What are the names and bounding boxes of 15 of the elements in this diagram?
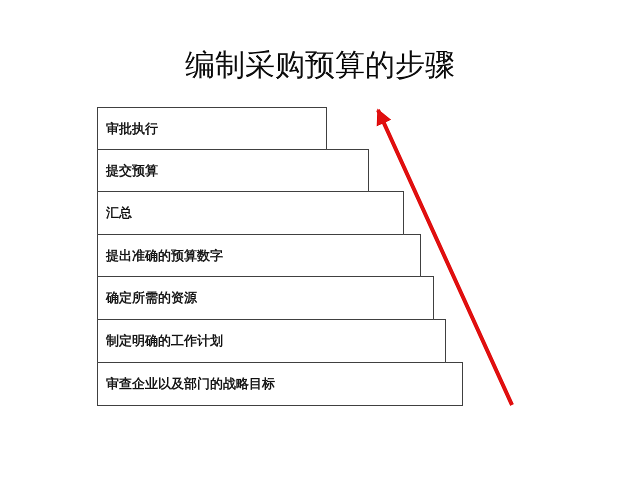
step-box — [97, 107, 327, 150]
step-label: 提出准确的预算数字 — [104, 248, 223, 264]
step-box — [97, 191, 404, 235]
step-label: 审查企业以及部门的战略目标 — [105, 376, 275, 393]
step-label: 汇总 — [105, 205, 132, 222]
step-label: 制定明确的工作计划 — [104, 332, 223, 350]
step-label: 提交预算 — [104, 162, 158, 180]
title: 编制采购预算的步骤 — [185, 47, 455, 85]
step-label: 审批执行 — [105, 120, 158, 138]
step-box — [97, 276, 434, 320]
step-box — [97, 362, 463, 406]
step-label: 确定所需的资源 — [104, 290, 197, 307]
step-box — [97, 234, 421, 277]
step-box — [97, 149, 369, 192]
step-box — [97, 319, 446, 363]
